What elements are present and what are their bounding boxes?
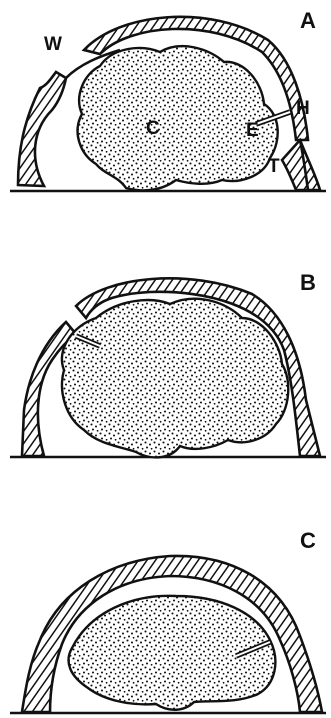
panel-label-b: B: [300, 270, 316, 295]
content-mass: [62, 299, 288, 458]
label-content: C: [146, 118, 160, 139]
label-entry: E: [246, 120, 259, 141]
label-tissue: T: [268, 156, 280, 177]
panel-label-a: A: [300, 8, 316, 33]
panel-label-c: C: [300, 528, 316, 553]
label-wall: W: [44, 34, 62, 55]
label-hatch-line: H: [296, 98, 310, 119]
wall-left: [18, 72, 66, 186]
content-mass: [78, 46, 278, 190]
panel-c: C: [10, 528, 326, 713]
panel-a: A W C H E T: [10, 8, 326, 191]
panel-b: B: [10, 270, 326, 457]
